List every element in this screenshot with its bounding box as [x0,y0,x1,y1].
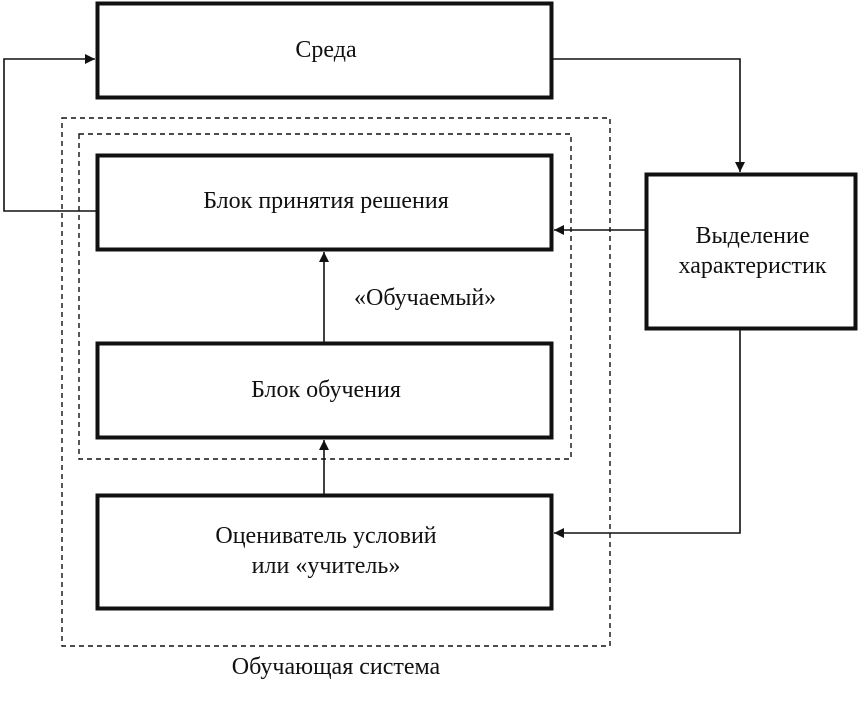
environment-box [95,1,554,100]
features-label-line2: характеристик [678,253,827,279]
learning-box [95,341,554,440]
evaluator-label-line1: Оцениватель условий [215,523,437,549]
arrow-environment-to-features [551,58,745,172]
system-group-frame [61,117,611,647]
system-group-label: Обучающая система [231,654,441,680]
decision-block-label: Блок принятия решения [203,188,449,214]
learning-block-label: Блок обучения [251,377,401,403]
features-label-line1: Выделение [695,223,810,249]
arrow-features-to-evaluator [554,329,741,538]
environment-label: Среда [295,37,357,63]
arrow-decision-to-environment [3,54,97,212]
learner-group-frame [78,133,572,460]
learner-group-label: «Обучаемый» [354,285,497,311]
features-box [644,172,858,331]
evaluator-block-label: Оцениватель условий или «учитель» [97,521,555,581]
evaluator-label-line2: или «учитель» [251,553,401,579]
decision-box [95,153,554,252]
features-block-label: Выделение характеристик [646,221,858,281]
evaluator-box [95,493,554,611]
